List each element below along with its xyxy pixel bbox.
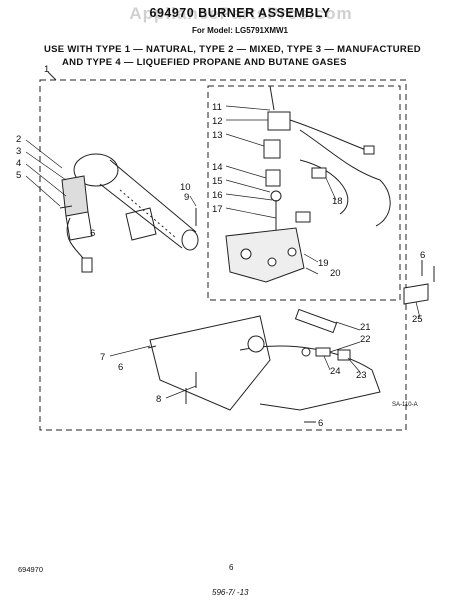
callout-labels: 1 2 3 4 5 6 7 8 9 10 11 12 13 14 15 16 1… [16, 64, 425, 429]
callout-18: 18 [332, 196, 343, 207]
orifice-parts [294, 308, 351, 361]
burner-tube [73, 153, 199, 251]
callout-1: 1 [44, 64, 49, 75]
callout-6d: 6 [118, 362, 123, 373]
igniter-stack [263, 85, 291, 232]
callout-23: 23 [356, 370, 367, 381]
callout-16: 16 [212, 190, 223, 201]
callout-15: 15 [212, 176, 223, 187]
screws [59, 205, 435, 423]
doc-number: 694970 [18, 565, 44, 574]
callout-22: 22 [360, 334, 371, 345]
mounting-plate [149, 315, 381, 411]
callout-10: 10 [180, 182, 191, 193]
page-title: 694970 BURNER ASSEMBLY [149, 6, 331, 20]
callout-24: 24 [330, 366, 341, 377]
callout-9: 9 [184, 192, 189, 203]
callout-11: 11 [212, 102, 222, 113]
callout-3: 3 [16, 146, 21, 157]
wire-harness [289, 119, 391, 227]
callout-17: 17 [212, 204, 223, 215]
usage-line-1: USE WITH TYPE 1 — NATURAL, TYPE 2 — MIXE… [44, 44, 421, 55]
handwritten-note: 596-7/ -13 [212, 588, 249, 597]
illustration-reference: SA-110-A [392, 402, 418, 408]
model-line: For Model: LG5791XMW1 [191, 26, 288, 35]
callout-8: 8 [156, 394, 161, 405]
callout-19: 19 [318, 258, 329, 269]
inner-boundary [207, 85, 401, 301]
callout-20: 20 [330, 268, 341, 279]
burner-bracket [61, 175, 157, 241]
usage-line-2: AND TYPE 4 — LIQUEFIED PROPANE AND BUTAN… [62, 57, 347, 68]
callout-5: 5 [16, 170, 21, 181]
callout-21: 21 [360, 322, 371, 333]
callout-12: 12 [212, 116, 223, 127]
callout-2: 2 [16, 134, 21, 145]
leader-lines [25, 105, 421, 399]
right-bracket [403, 283, 429, 305]
callout-13: 13 [212, 130, 223, 141]
callout-6a: 6 [90, 228, 95, 239]
callout-7: 7 [100, 352, 105, 363]
callout-4: 4 [16, 158, 21, 169]
callout-25: 25 [412, 314, 423, 325]
callout-6c: 6 [318, 418, 323, 429]
gas-valve [225, 227, 305, 283]
callout-14: 14 [212, 162, 223, 173]
callout-6b: 6 [420, 250, 425, 261]
page-number: 6 [229, 563, 234, 572]
outer-boundary [39, 79, 407, 431]
